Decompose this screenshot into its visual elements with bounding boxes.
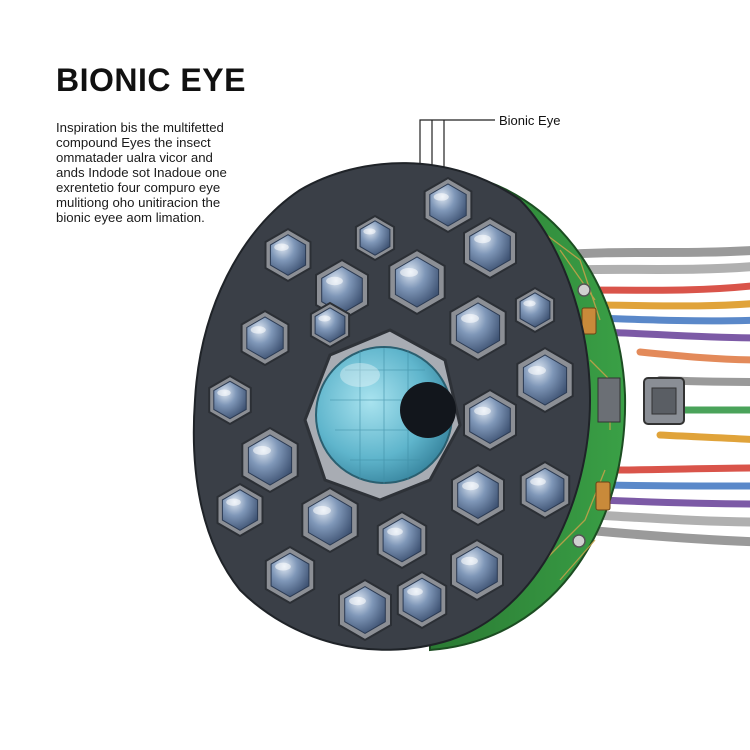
ommatidia-lenses bbox=[208, 176, 574, 642]
lens-highlight bbox=[387, 527, 403, 536]
lens-highlight bbox=[528, 365, 546, 375]
lens-highlight bbox=[250, 326, 266, 334]
chip bbox=[597, 377, 621, 423]
lens-highlight bbox=[226, 498, 241, 506]
screw-icon bbox=[572, 534, 586, 548]
lens-highlight bbox=[217, 389, 231, 397]
lens-highlight bbox=[474, 234, 491, 244]
lens-highlight bbox=[462, 481, 479, 491]
wire-bundle bbox=[555, 246, 750, 547]
description-line: exrentetio four compuro eye bbox=[56, 180, 221, 195]
lens-highlight bbox=[349, 596, 366, 606]
lens-highlight bbox=[363, 228, 376, 235]
description-line: compound Eyes the insect bbox=[56, 135, 211, 150]
pupil bbox=[400, 382, 456, 438]
lens-highlight bbox=[326, 276, 343, 286]
central-eye bbox=[303, 328, 462, 502]
lens-highlight bbox=[461, 556, 478, 566]
lens-highlight bbox=[530, 477, 546, 486]
lens-highlight bbox=[253, 445, 271, 455]
connector-pad bbox=[581, 307, 597, 335]
lens-highlight bbox=[523, 300, 536, 307]
lens-highlight bbox=[313, 505, 331, 515]
description-text: Inspiration bis the multifetted compound… bbox=[56, 120, 266, 225]
callout-leader-lines bbox=[419, 119, 495, 170]
connector-pad bbox=[595, 481, 611, 511]
page-title: BIONIC EYE bbox=[56, 62, 246, 98]
description-line: mulitiong oho unitiracion the bbox=[56, 195, 221, 210]
description-line: ands Indode sot Inadoue one bbox=[56, 165, 227, 180]
description-line: ommatader ualra vicor and bbox=[56, 150, 213, 165]
lens-highlight bbox=[474, 406, 491, 416]
description-line: Inspiration bis the multifetted bbox=[56, 120, 224, 135]
lens-highlight bbox=[433, 193, 449, 201]
lens-highlight bbox=[318, 315, 331, 322]
lens-highlight bbox=[461, 313, 479, 323]
lens-highlight bbox=[275, 562, 291, 571]
lens-highlight bbox=[400, 267, 418, 277]
description-line: bionic eyee aom limation. bbox=[56, 210, 205, 225]
lens-highlight bbox=[274, 243, 289, 251]
callout-label-bionic-eye: Bionic Eye bbox=[499, 113, 561, 128]
lens-highlight bbox=[407, 587, 423, 596]
screw-icon bbox=[577, 283, 591, 297]
